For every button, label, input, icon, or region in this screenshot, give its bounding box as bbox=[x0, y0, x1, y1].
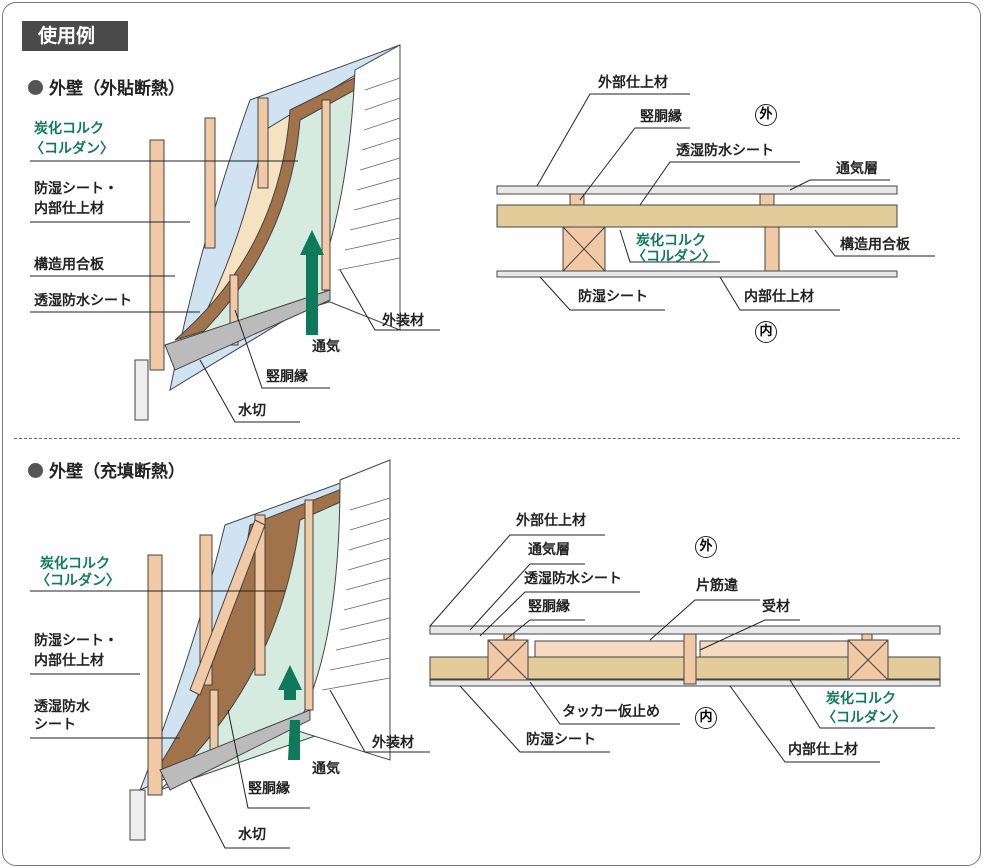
label-cork: 炭化コルク bbox=[34, 121, 104, 137]
label-finish: 外部仕上材 bbox=[598, 75, 668, 91]
bottom-section-drawing bbox=[429, 625, 941, 687]
label-membrane: 透湿防水シート bbox=[676, 143, 774, 159]
label-interior: 内部仕上材 bbox=[34, 653, 104, 669]
section-divider bbox=[14, 438, 960, 439]
label-cork: 炭化コルク bbox=[636, 233, 706, 249]
label-plywood: 構造用合板 bbox=[840, 237, 910, 253]
label-receiver: 受材 bbox=[762, 599, 790, 615]
label-membrane-2: シート bbox=[34, 717, 76, 733]
inside-marker: 内 bbox=[755, 321, 777, 343]
label-cork: 炭化コルク bbox=[826, 691, 896, 707]
label-interior: 内部仕上材 bbox=[744, 289, 814, 305]
label-air: 通気 bbox=[312, 339, 340, 355]
label-cork-brand: 〈コルダン〉 bbox=[822, 710, 906, 726]
label-flashing: 水切 bbox=[238, 403, 266, 419]
label-interior: 内部仕上材 bbox=[788, 742, 858, 758]
label-air-layer: 通気層 bbox=[836, 161, 878, 177]
label-tacker: タッカー仮止め bbox=[562, 704, 660, 720]
label-air: 通気 bbox=[312, 761, 340, 777]
top-perspective-drawing bbox=[134, 44, 401, 421]
label-membrane: 透湿防水シート bbox=[34, 293, 132, 309]
inside-marker: 内 bbox=[695, 707, 717, 729]
bullet-icon bbox=[28, 80, 43, 95]
label-vapor: 防湿シート・ bbox=[34, 633, 118, 649]
label-membrane: 透湿防水 bbox=[34, 699, 90, 715]
section-title-filled-insulation: 外壁（充填断熱） bbox=[28, 457, 185, 482]
section-title-text: 外壁（充填断熱） bbox=[49, 462, 185, 482]
label-cladding: 外装材 bbox=[382, 313, 424, 329]
label-plywood: 構造用合板 bbox=[34, 257, 104, 273]
label-membrane: 透湿防水シート bbox=[524, 571, 622, 587]
label-finish: 外部仕上材 bbox=[516, 513, 586, 529]
label-vapor: 防湿シート・ bbox=[34, 181, 118, 197]
section-title-text: 外壁（外貼断熱） bbox=[49, 79, 185, 99]
bullet-icon bbox=[28, 463, 43, 478]
label-cork-brand: 〈コルダン〉 bbox=[36, 573, 120, 589]
label-brace: 片筋違 bbox=[696, 578, 738, 594]
page-title: 使用例 bbox=[22, 21, 128, 51]
section-title-external-insulation: 外壁（外貼断熱） bbox=[28, 74, 185, 99]
bottom-perspective-drawing bbox=[129, 459, 391, 841]
label-vapor: 防湿シート bbox=[578, 289, 648, 305]
label-furring: 竪胴縁 bbox=[528, 599, 570, 615]
label-flashing: 水切 bbox=[238, 827, 266, 843]
label-furring: 竪胴縁 bbox=[266, 369, 308, 385]
label-furring: 竪胴縁 bbox=[640, 109, 682, 125]
label-interior: 内部仕上材 bbox=[34, 201, 104, 217]
outside-marker: 外 bbox=[695, 536, 717, 558]
label-air-layer: 通気層 bbox=[528, 542, 570, 558]
label-furring: 竪胴縁 bbox=[248, 781, 290, 797]
label-cork-brand: 〈コルダン〉 bbox=[632, 249, 716, 265]
label-cork-brand: 〈コルダン〉 bbox=[30, 141, 114, 157]
top-section-drawing bbox=[496, 185, 898, 278]
label-cork: 炭化コルク bbox=[40, 556, 110, 572]
outside-marker: 外 bbox=[755, 104, 777, 126]
label-vapor: 防湿シート bbox=[526, 732, 596, 748]
label-cladding: 外装材 bbox=[372, 735, 414, 751]
